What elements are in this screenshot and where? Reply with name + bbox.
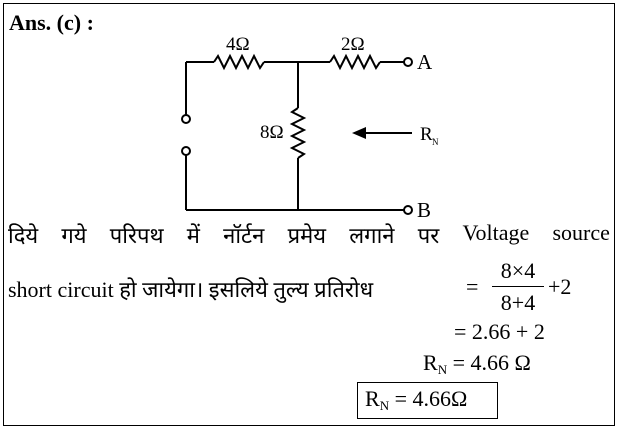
- label-terminal-b: B: [417, 198, 431, 222]
- equals-sign: =: [466, 274, 479, 299]
- resistor-2ohm: [329, 53, 381, 71]
- terminal-b-node: [403, 205, 413, 215]
- word: नॉर्टन: [223, 223, 265, 248]
- resistor-4ohm: [213, 53, 265, 71]
- circuit-diagram: 4Ω 2Ω 8Ω A B R N: [181, 34, 439, 222]
- rn-result: RN = 4.66 Ω: [423, 350, 531, 378]
- resistor-8ohm: [289, 107, 307, 159]
- word: गये: [61, 223, 87, 248]
- fraction-numerator: 8×4: [500, 258, 536, 283]
- word: लगाने: [349, 223, 395, 248]
- rn-symbol: R: [423, 350, 438, 375]
- boxed-rn-value: = 4.66Ω: [389, 386, 468, 411]
- label-rn-arrow: R: [420, 124, 433, 145]
- final-answer-box: RN = 4.66Ω: [357, 382, 498, 419]
- source-terminal-top: [181, 114, 191, 124]
- plus-two-term: +2: [548, 274, 572, 299]
- label-8ohm: 8Ω: [260, 122, 284, 143]
- explanation-line-1: दिये गये परिपथ में नॉर्टन प्रमेय लगाने प…: [8, 220, 610, 250]
- word: Voltage: [462, 220, 530, 245]
- word: source: [552, 220, 610, 245]
- label-2ohm: 2Ω: [341, 34, 365, 55]
- calc-step-2: = 2.66 + 2: [454, 319, 545, 344]
- word: दिये: [8, 223, 39, 248]
- label-terminal-a: A: [417, 50, 433, 74]
- word: प्रमेय: [287, 223, 327, 248]
- explanation-line-2: short circuit हो जायेगा। इसलिये तुल्य प्…: [8, 277, 374, 302]
- answer-heading: Ans. (c) :: [9, 10, 94, 35]
- terminal-a-node: [403, 57, 413, 67]
- word: परिपथ: [109, 223, 164, 248]
- boxed-rn-symbol: R: [365, 386, 380, 411]
- label-rn-arrow-sub: N: [432, 137, 439, 147]
- word: पर: [417, 223, 440, 248]
- answer-frame: [3, 3, 615, 426]
- label-4ohm: 4Ω: [226, 34, 250, 55]
- arrow-head: [352, 127, 366, 139]
- boxed-rn-subscript: N: [379, 398, 390, 413]
- rn-value: = 4.66 Ω: [447, 350, 531, 375]
- fraction-denominator: 8+4: [500, 290, 536, 315]
- rn-subscript: N: [437, 362, 448, 377]
- fraction-bar: [492, 286, 544, 287]
- word: में: [186, 223, 200, 248]
- source-terminal-bottom: [181, 146, 191, 156]
